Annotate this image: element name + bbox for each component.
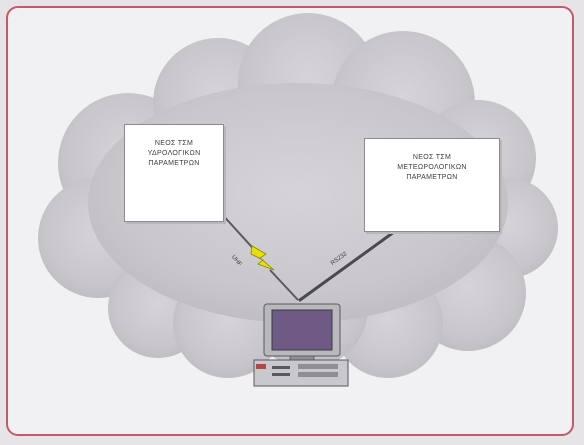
meteo-station-box: ΝΕΟΣ ΤΣΜ ΜΕΤΕΩΡΟΛΟΓΙΚΩΝ ΠΑΡΑΜΕΤΡΩΝ <box>364 138 500 232</box>
hydro-station-line-2: ΥΔΡΟΛΟΓΙΚΩΝ <box>148 149 201 159</box>
hydro-station-line-1: ΝΕΟΣ ΤΣΜ <box>155 139 193 149</box>
meteo-station-line-3: ΠΑΡΑΜΕΤΡΩΝ <box>406 173 457 183</box>
diagram-frame: ΝΕΟΣ ΤΣΜ ΥΔΡΟΛΟΓΙΚΩΝ ΠΑΡΑΜΕΤΡΩΝ ΝΕΟΣ ΤΣΜ… <box>6 6 574 436</box>
hydro-station-box: ΝΕΟΣ ΤΣΜ ΥΔΡΟΛΟΓΙΚΩΝ ΠΑΡΑΜΕΤΡΩΝ <box>124 124 224 222</box>
meteo-station-line-1: ΝΕΟΣ ΤΣΜ <box>413 153 451 163</box>
hydro-station-line-3: ΠΑΡΑΜΕΤΡΩΝ <box>148 159 199 169</box>
meteo-station-line-2: ΜΕΤΕΩΡΟΛΟΓΙΚΩΝ <box>397 163 467 173</box>
computer-icon <box>254 304 348 386</box>
